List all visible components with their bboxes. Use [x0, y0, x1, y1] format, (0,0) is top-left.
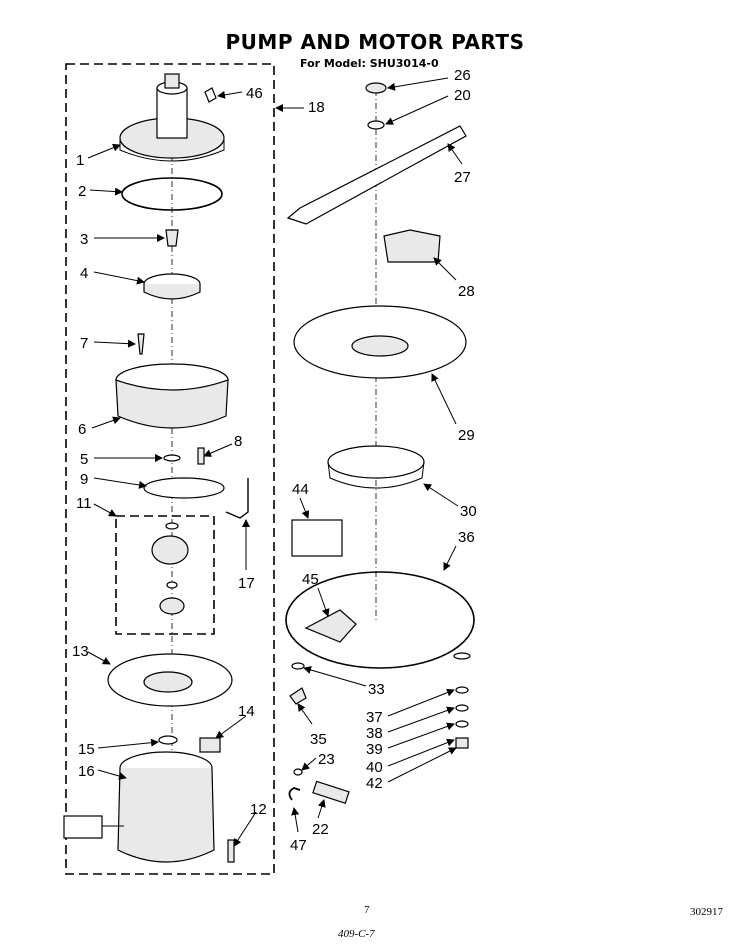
page-title: PUMP AND MOTOR PARTS: [225, 30, 525, 54]
callout-44: 44: [292, 481, 309, 498]
document-number: 302917: [690, 906, 723, 918]
part-11-impeller-assembly: [151, 522, 189, 615]
part-20-nut: [367, 120, 385, 130]
part-8-screw: [197, 447, 205, 465]
part-33-washer: [291, 662, 305, 670]
part-16-motor: [63, 751, 215, 863]
callout-35: 35: [310, 731, 327, 748]
leader-lines: [87, 77, 463, 847]
part-9-plate: [143, 477, 225, 499]
callout-45: 45: [302, 571, 319, 588]
part-29-filter-screen: [293, 305, 467, 379]
callout-47: 47: [290, 837, 307, 854]
callout-5: 5: [80, 451, 88, 468]
callout-labels: 1 2 3 4 5 6 7 8 9 11 12 13 14 15 16 17 1…: [72, 67, 477, 854]
callout-46: 46: [246, 85, 263, 102]
part-46-clip: [204, 87, 217, 103]
callout-42: 42: [366, 775, 383, 792]
callout-39: 39: [366, 741, 383, 758]
callout-2: 2: [78, 183, 86, 200]
part-30-ring: [327, 445, 425, 489]
impeller-subassembly-boundary: [115, 515, 215, 635]
part-17-bracket: [225, 478, 249, 519]
part-13-motor-mount: [107, 653, 233, 707]
callout-7: 7: [80, 335, 88, 352]
part-45-mounting-bracket: [304, 609, 357, 643]
part-3-fitting: [165, 229, 179, 247]
part-26-hub-cap: [365, 82, 387, 94]
callout-20: 20: [454, 87, 471, 104]
model-subtitle: For Model: SHU3014-0: [300, 57, 439, 70]
part-6-pump-base: [115, 363, 229, 429]
handwritten-note: 409-C-7: [338, 928, 375, 940]
callout-26: 26: [454, 67, 471, 84]
part-12-screw: [227, 839, 235, 863]
part-5-washer: [163, 454, 181, 462]
callout-23: 23: [318, 751, 335, 768]
part-14-brush: [199, 737, 221, 753]
callout-17: 17: [238, 575, 255, 592]
part-15-washer: [158, 735, 178, 745]
callout-9: 9: [80, 471, 88, 488]
callout-37: 37: [366, 709, 383, 726]
part-47-clip: [288, 787, 301, 801]
callout-11: 11: [76, 495, 92, 512]
part-35-clip: [289, 687, 307, 705]
callout-4: 4: [80, 265, 88, 282]
callout-40: 40: [366, 759, 383, 776]
page-number: 7: [364, 904, 370, 916]
callout-6: 6: [78, 421, 86, 438]
part-27-spray-arm: [286, 125, 467, 225]
part-23-o-ring: [293, 768, 303, 776]
callout-1: 1: [76, 152, 84, 169]
callout-16: 16: [78, 763, 95, 780]
callout-14: 14: [238, 703, 255, 720]
callout-12: 12: [250, 801, 267, 818]
part-1-pump-housing-cover: [119, 73, 225, 162]
callout-22: 22: [312, 821, 329, 838]
part-28-clip: [383, 229, 441, 263]
callout-8: 8: [234, 433, 242, 450]
callout-29: 29: [458, 427, 475, 444]
pump-assembly-boundary: [65, 63, 275, 875]
parts-37-42-hardware-stack: [453, 652, 471, 749]
callout-28: 28: [458, 283, 475, 300]
callout-36: 36: [458, 529, 475, 546]
part-44-bracket: [291, 519, 343, 557]
callout-15: 15: [78, 741, 95, 758]
part-4-impeller: [143, 273, 201, 300]
callout-33: 33: [368, 681, 385, 698]
part-36-heater-element: [285, 571, 475, 669]
callout-30: 30: [460, 503, 477, 520]
callout-3: 3: [80, 231, 88, 248]
part-7-screw: [137, 333, 145, 355]
part-22-sensor: [312, 780, 350, 805]
callout-13: 13: [72, 643, 89, 660]
callout-27: 27: [454, 169, 471, 186]
callout-38: 38: [366, 725, 383, 742]
callout-18: 18: [308, 99, 325, 116]
